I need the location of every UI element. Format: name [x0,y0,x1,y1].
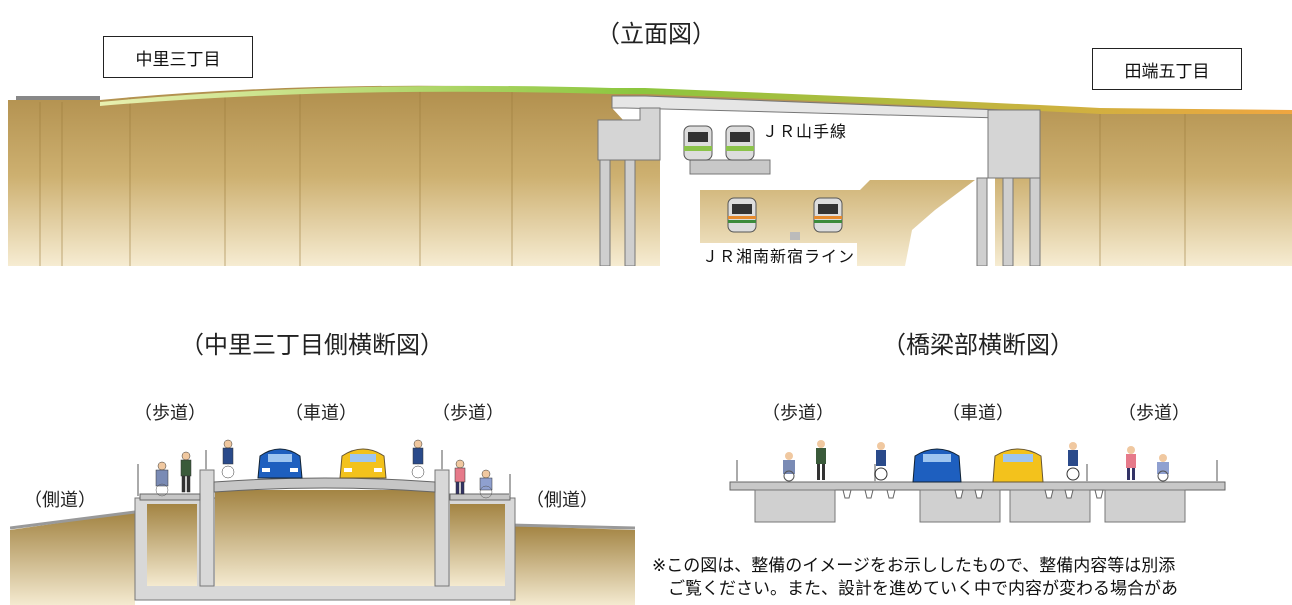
elevation-road-surface [100,85,1292,114]
note-line-2: ご覧ください。また、設計を進めていく中で内容が変わる場合があ [668,579,1178,599]
place-label-tabata: 田端五丁目 [1092,48,1242,90]
cross-left-drawing [10,439,635,605]
place-label-nakazato: 中里三丁目 [103,36,253,78]
cross-left-roadway-deck [213,477,436,493]
train-yamanote [683,125,755,161]
elevation-abutment-left [597,107,661,161]
car-yellow [339,448,387,479]
elevation-pile [1002,177,1014,266]
cross-right-drawing [729,440,1226,523]
person-cyclist [1066,442,1080,481]
person-cyclist [221,439,235,479]
elevation-pile [976,177,988,266]
cross-left-ground [10,512,135,605]
cross-right-sidewalk-left: （歩道） [762,403,834,424]
person-cyclist [874,442,888,481]
cross-left-side-road-left: （側道） [24,490,96,511]
cross-right-roadway: （車道） [942,403,1014,424]
cross-left-roadway: （車道） [285,403,357,424]
cross-left-ground [510,526,635,605]
train-shonan-shinjuku [727,197,843,240]
line-label-shonan-shinjuku: ＪＲ湘南新宿ライン [700,243,858,267]
cross-left-sidewalk-left: （歩道） [134,403,206,424]
cross-left-title: （中里三丁目側横断図） [180,331,444,359]
car-blue [257,448,303,479]
person-wheelchair [1157,454,1169,482]
elevation-upper-platform [689,159,771,175]
cross-left-side-road-right: （側道） [526,490,598,511]
cross-right-title: （橋梁部横断図） [882,331,1074,359]
person-walking [180,451,192,493]
cross-right-deck [729,481,1226,491]
elevation-pile [624,159,636,266]
elevation-pile [1029,177,1041,266]
person-walking [1126,446,1136,480]
line-label-yamanote: ＪＲ山手線 [762,122,848,141]
elevation-drawing [8,85,1292,266]
person-cyclist [411,439,425,479]
person-wheelchair [783,452,795,482]
person-wheelchair [155,461,169,497]
person-walking [816,440,826,480]
cross-left-sidewalk-right: （歩道） [432,403,504,424]
note-line-1: ※この図は、整備のイメージをお示ししたもので、整備内容等は別添 [652,556,1176,576]
person-wheelchair [479,469,493,499]
elevation-title: （立面図） [596,20,716,48]
elevation-abutment-right [987,109,1041,179]
cross-right-sidewalk-right: （歩道） [1118,403,1190,424]
person-walking [454,459,466,495]
car-blue [912,448,962,483]
car-yellow [992,448,1044,483]
elevation-pile [599,159,611,266]
